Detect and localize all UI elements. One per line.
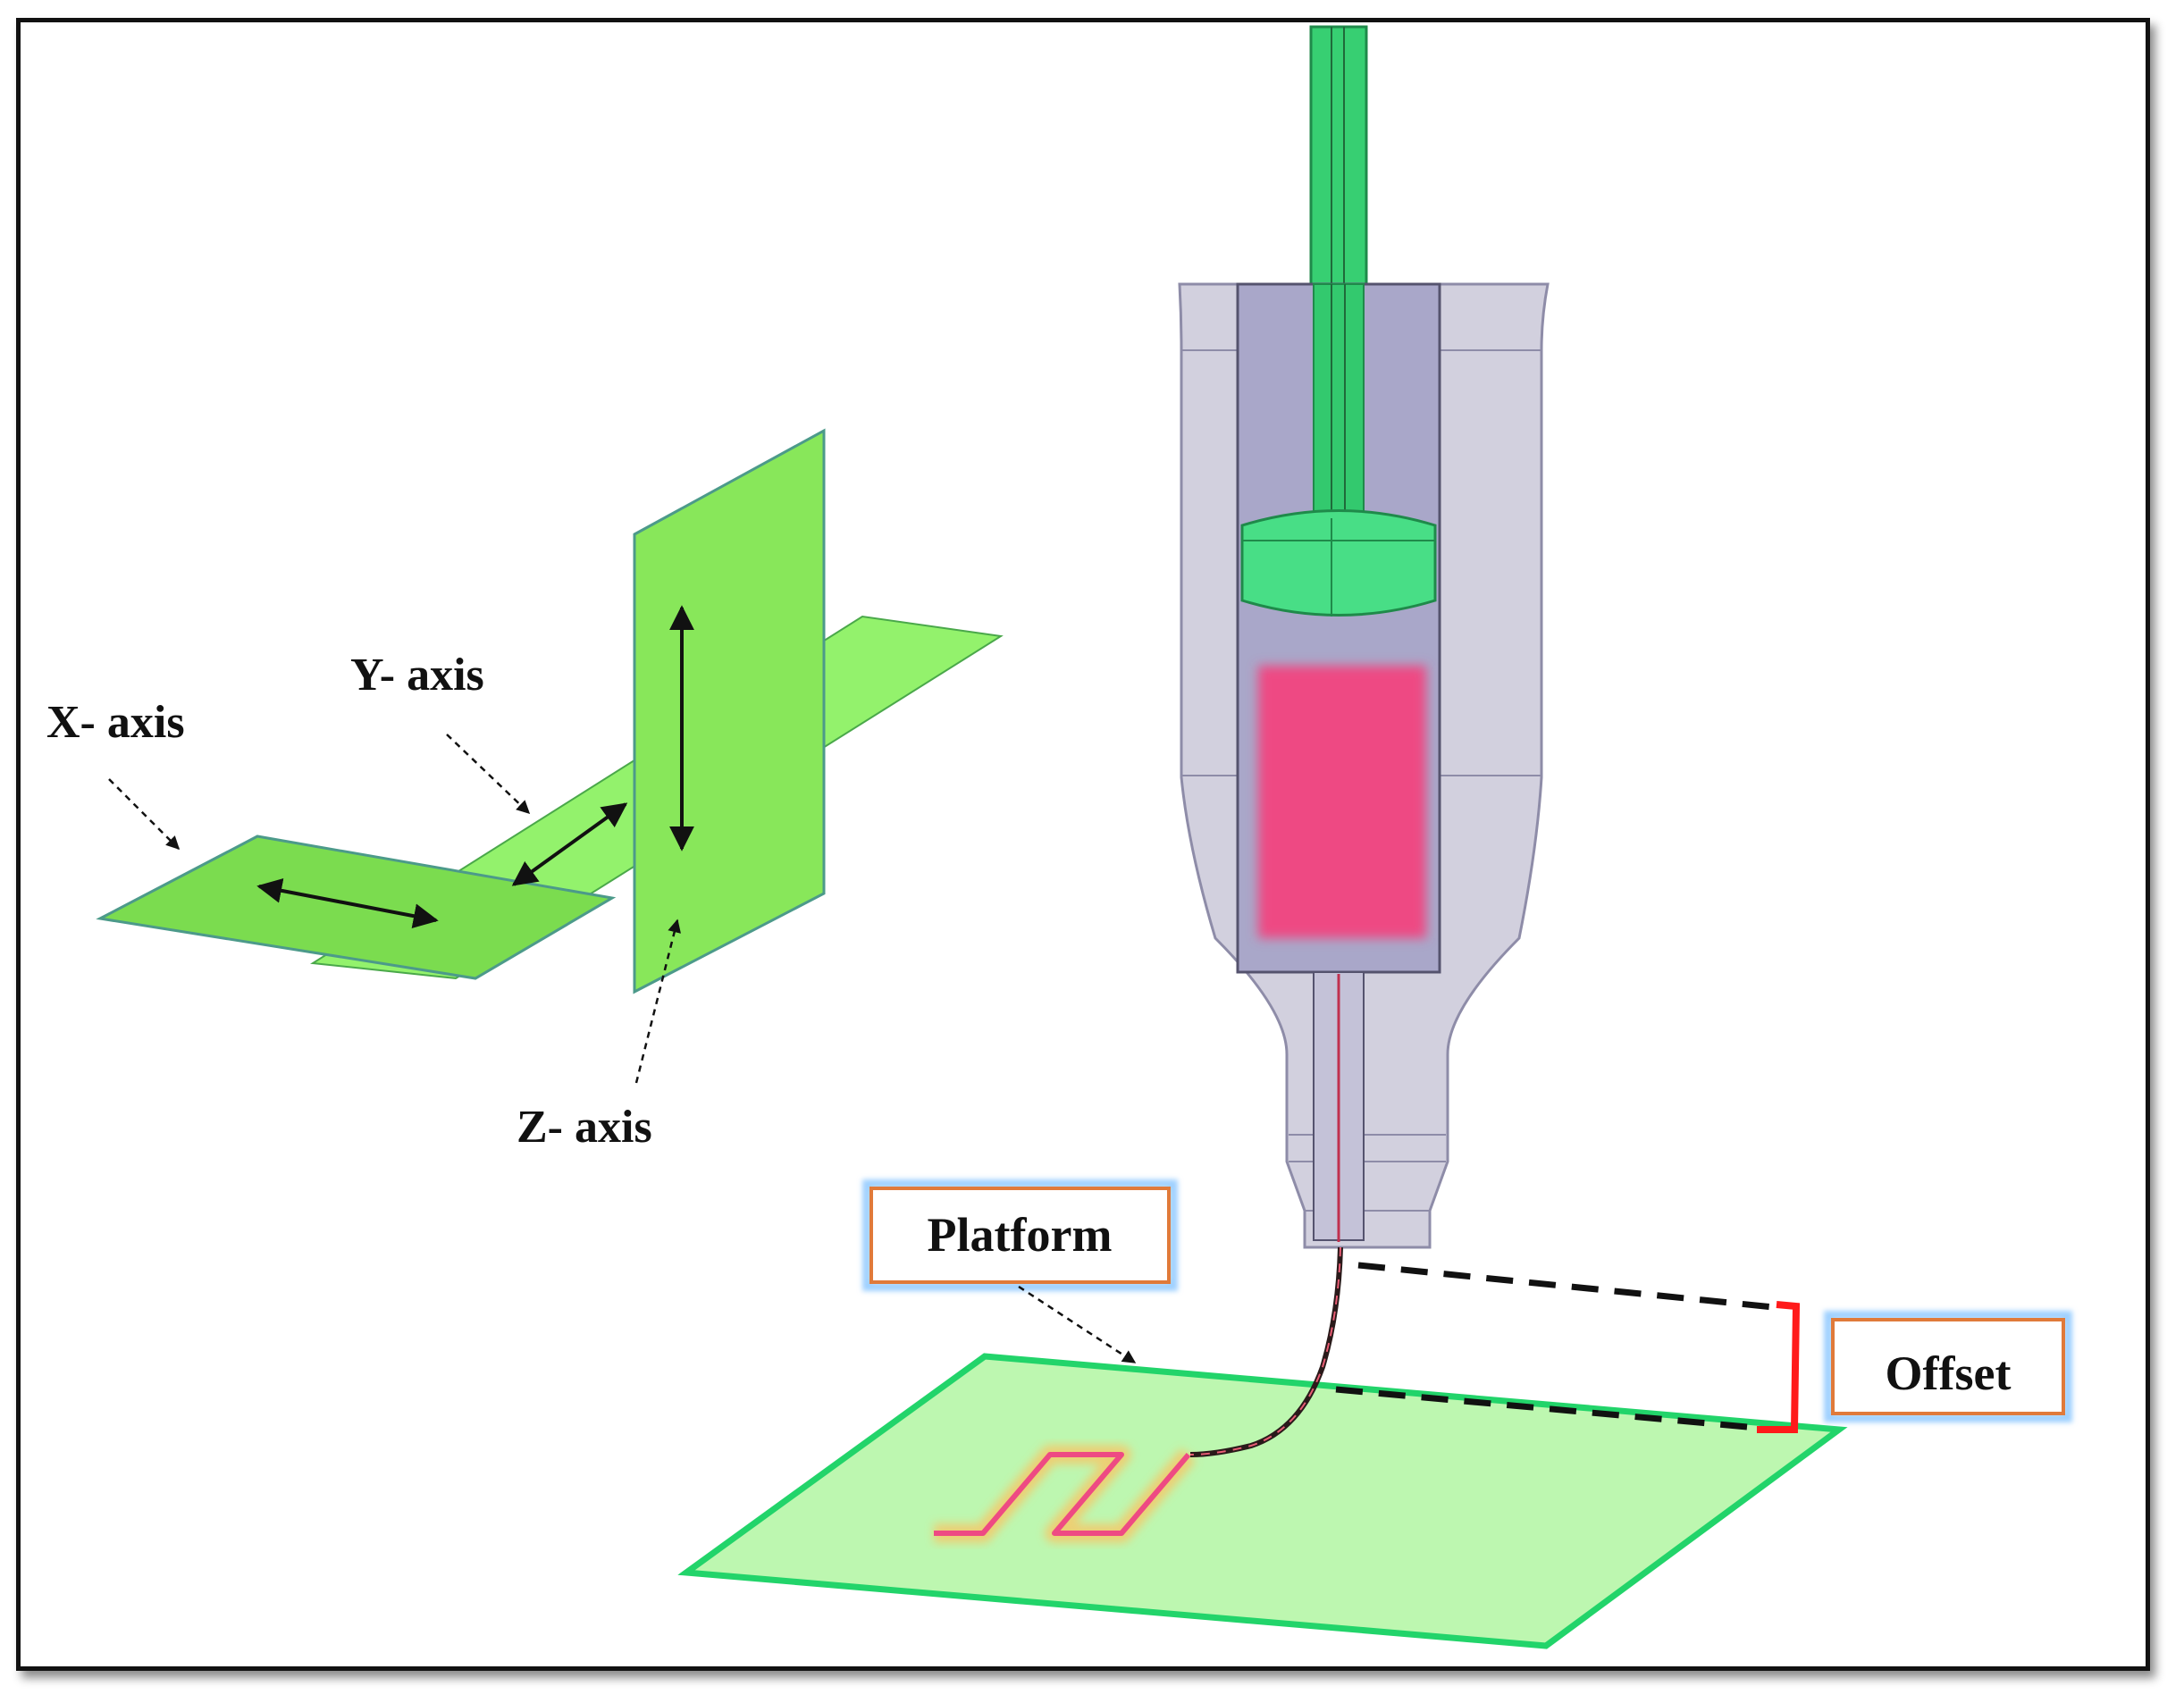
axis-plates: X- axis Y- axis Z- axis	[46, 428, 1004, 1153]
x-direction-arrow	[256, 878, 439, 928]
y-leader-arrow	[446, 734, 531, 815]
offset-label-box: Offset	[1824, 1311, 2072, 1422]
offset-top-dashed-line	[1357, 1262, 1775, 1311]
platform-label: Platform	[928, 1208, 1113, 1262]
z-axis-plate	[633, 428, 826, 994]
offset-bracket	[1757, 1301, 1801, 1433]
ink-reservoir	[1258, 666, 1426, 938]
x-axis-label: X- axis	[46, 697, 185, 748]
y-axis-label: Y- axis	[350, 650, 484, 700]
offset-bottom-dashed-line	[1335, 1386, 1748, 1430]
printed-trace	[934, 1452, 1191, 1536]
coupling-ring	[1240, 509, 1437, 617]
platform	[677, 1353, 1848, 1649]
y-direction-arrow	[511, 802, 628, 886]
offset-indicator	[1335, 1262, 1801, 1433]
feed-tube	[1309, 25, 1368, 323]
platform-leader-arrow	[1018, 1285, 1137, 1364]
x-leader-arrow	[108, 778, 181, 851]
z-axis-label: Z- axis	[517, 1102, 652, 1153]
z-leader-arrow	[634, 919, 681, 1084]
platform-plate	[677, 1353, 1848, 1649]
platform-label-box: Platform	[862, 1179, 1178, 1291]
offset-label: Offset	[1886, 1346, 2012, 1400]
nozzle-assembly	[1178, 25, 1550, 1249]
